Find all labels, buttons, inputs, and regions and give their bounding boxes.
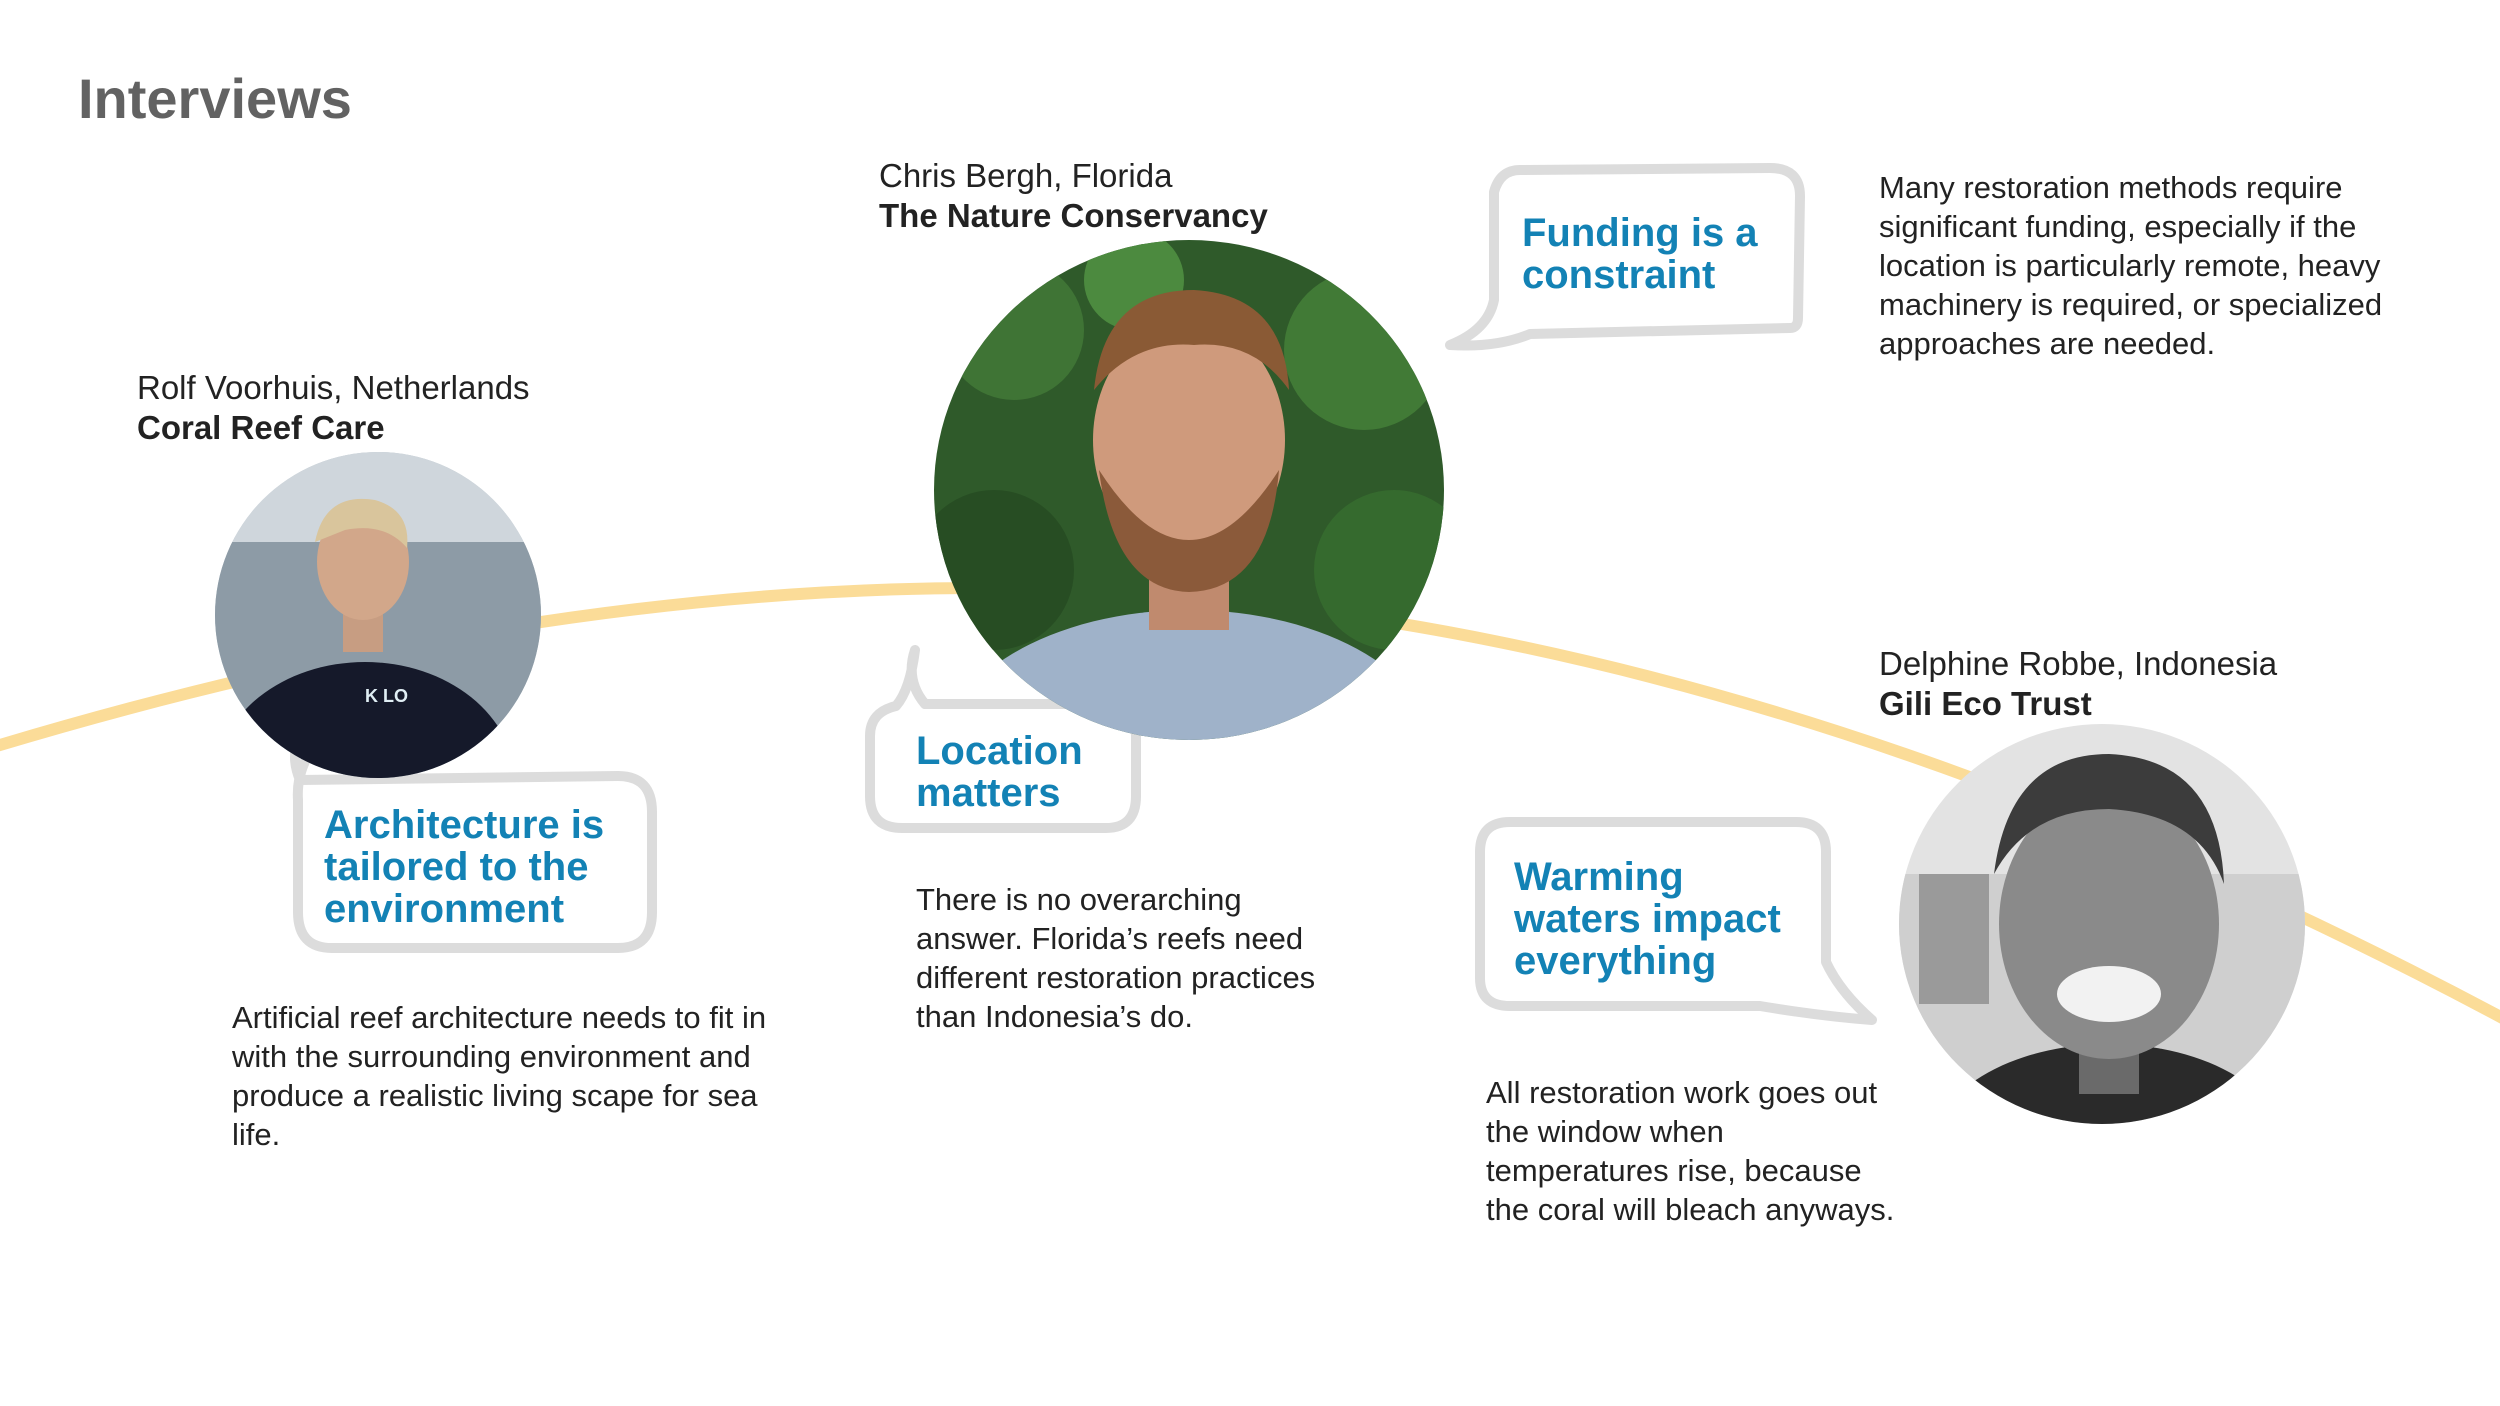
interviewee-organization: Coral Reef Care	[137, 409, 385, 446]
speech-bubble-location	[865, 645, 1141, 833]
speech-bubble-architecture	[290, 731, 657, 953]
interview-summary: All restoration work goes out the window…	[1486, 1075, 1895, 1227]
avatar-chris	[934, 240, 1444, 740]
interviewee-name: Chris Bergh, Florida	[879, 157, 1173, 194]
avatar-rolf: K LO	[215, 452, 541, 778]
quote-funding: Funding is a constraint	[1522, 211, 1758, 297]
page-title: Interviews	[78, 67, 352, 130]
interviewee-name: Delphine Robbe, Indonesia	[1879, 645, 2278, 682]
avatar-delphine	[1899, 724, 2305, 1124]
interviewee-organization: The Nature Conservancy	[879, 197, 1268, 234]
speech-bubble-warming	[1475, 817, 1877, 1025]
interview-summary: There is no overarching answer. Florida’…	[916, 882, 1316, 1034]
interview-summary: Many restoration methods require signifi…	[1879, 170, 2383, 361]
interviewee-name: Rolf Voorhuis, Netherlands	[137, 369, 530, 406]
interviewee-organization: Gili Eco Trust	[1879, 685, 2092, 722]
quote-warming: Warming waters impact everything	[1514, 855, 1781, 983]
interview-summary: Artificial reef architecture needs to fi…	[232, 1000, 767, 1152]
quote-location: Location matters	[916, 729, 1083, 815]
quote-architecture: Architecture is tailored to the environm…	[324, 803, 605, 931]
speech-bubble-funding	[1445, 163, 1805, 351]
svg-text:K LO: K LO	[365, 686, 408, 706]
